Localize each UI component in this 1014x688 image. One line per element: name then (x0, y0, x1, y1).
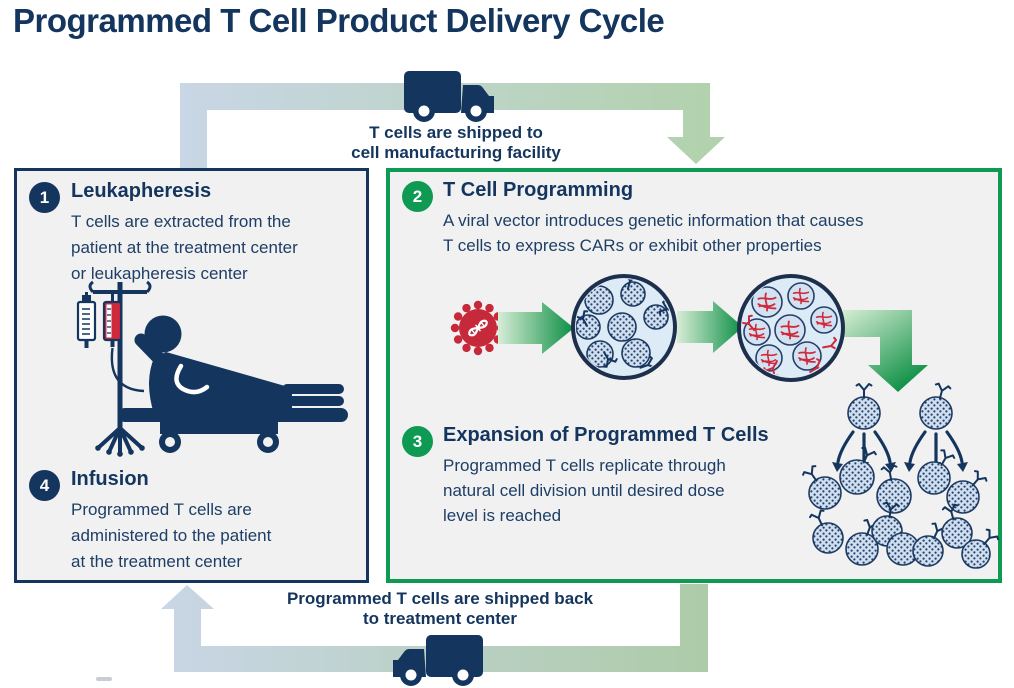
ship-to-facility-label: T cells are shipped to cell manufacturin… (300, 123, 612, 163)
ship-back-label: Programmed T cells are shipped back to t… (230, 589, 650, 629)
step-1-badge: 1 (29, 182, 60, 213)
body-line: administered to the patient (71, 526, 272, 545)
step-1-body: T cells are extracted from the patient a… (71, 209, 298, 287)
body-line: at the treatment center (71, 552, 243, 571)
ship-label-line: cell manufacturing facility (351, 143, 561, 162)
step-3-badge: 3 (402, 426, 433, 457)
body-line: level is reached (443, 506, 562, 525)
step-4-body: Programmed T cells are administered to t… (71, 497, 271, 575)
step-3-title: Expansion of Programmed T Cells (443, 424, 769, 446)
body-line: natural cell division until desired dose (443, 481, 725, 500)
cropped-logo-fragment (96, 677, 112, 681)
truck-icon (404, 71, 494, 122)
step-3-body: Programmed T cells replicate through nat… (443, 453, 726, 528)
page-title: Programmed T Cell Product Delivery Cycle (13, 2, 665, 39)
body-line: or leukapheresis center (71, 264, 248, 283)
step-4-badge: 4 (29, 470, 60, 501)
body-line: patient at the treatment center (71, 238, 298, 257)
ship-label-line: T cells are shipped to (369, 123, 543, 142)
step-1-title: Leukapheresis (71, 180, 212, 202)
step-2-body: A viral vector introduces genetic inform… (443, 208, 864, 258)
body-line: Programmed T cells are (71, 500, 252, 519)
body-line: A viral vector introduces genetic inform… (443, 211, 864, 230)
step-2-title: T Cell Programming (443, 179, 634, 201)
body-line: T cells are extracted from the (71, 212, 291, 231)
treatment-center-panel (14, 168, 369, 583)
step-4-title: Infusion (71, 468, 149, 490)
ship-label-line: to treatment center (363, 609, 517, 628)
step-2-badge: 2 (402, 181, 433, 212)
body-line: T cells to express CARs or exhibit other… (443, 236, 822, 255)
truck-icon (393, 635, 483, 686)
body-line: Programmed T cells replicate through (443, 456, 726, 475)
ship-label-line: Programmed T cells are shipped back (286, 589, 594, 608)
